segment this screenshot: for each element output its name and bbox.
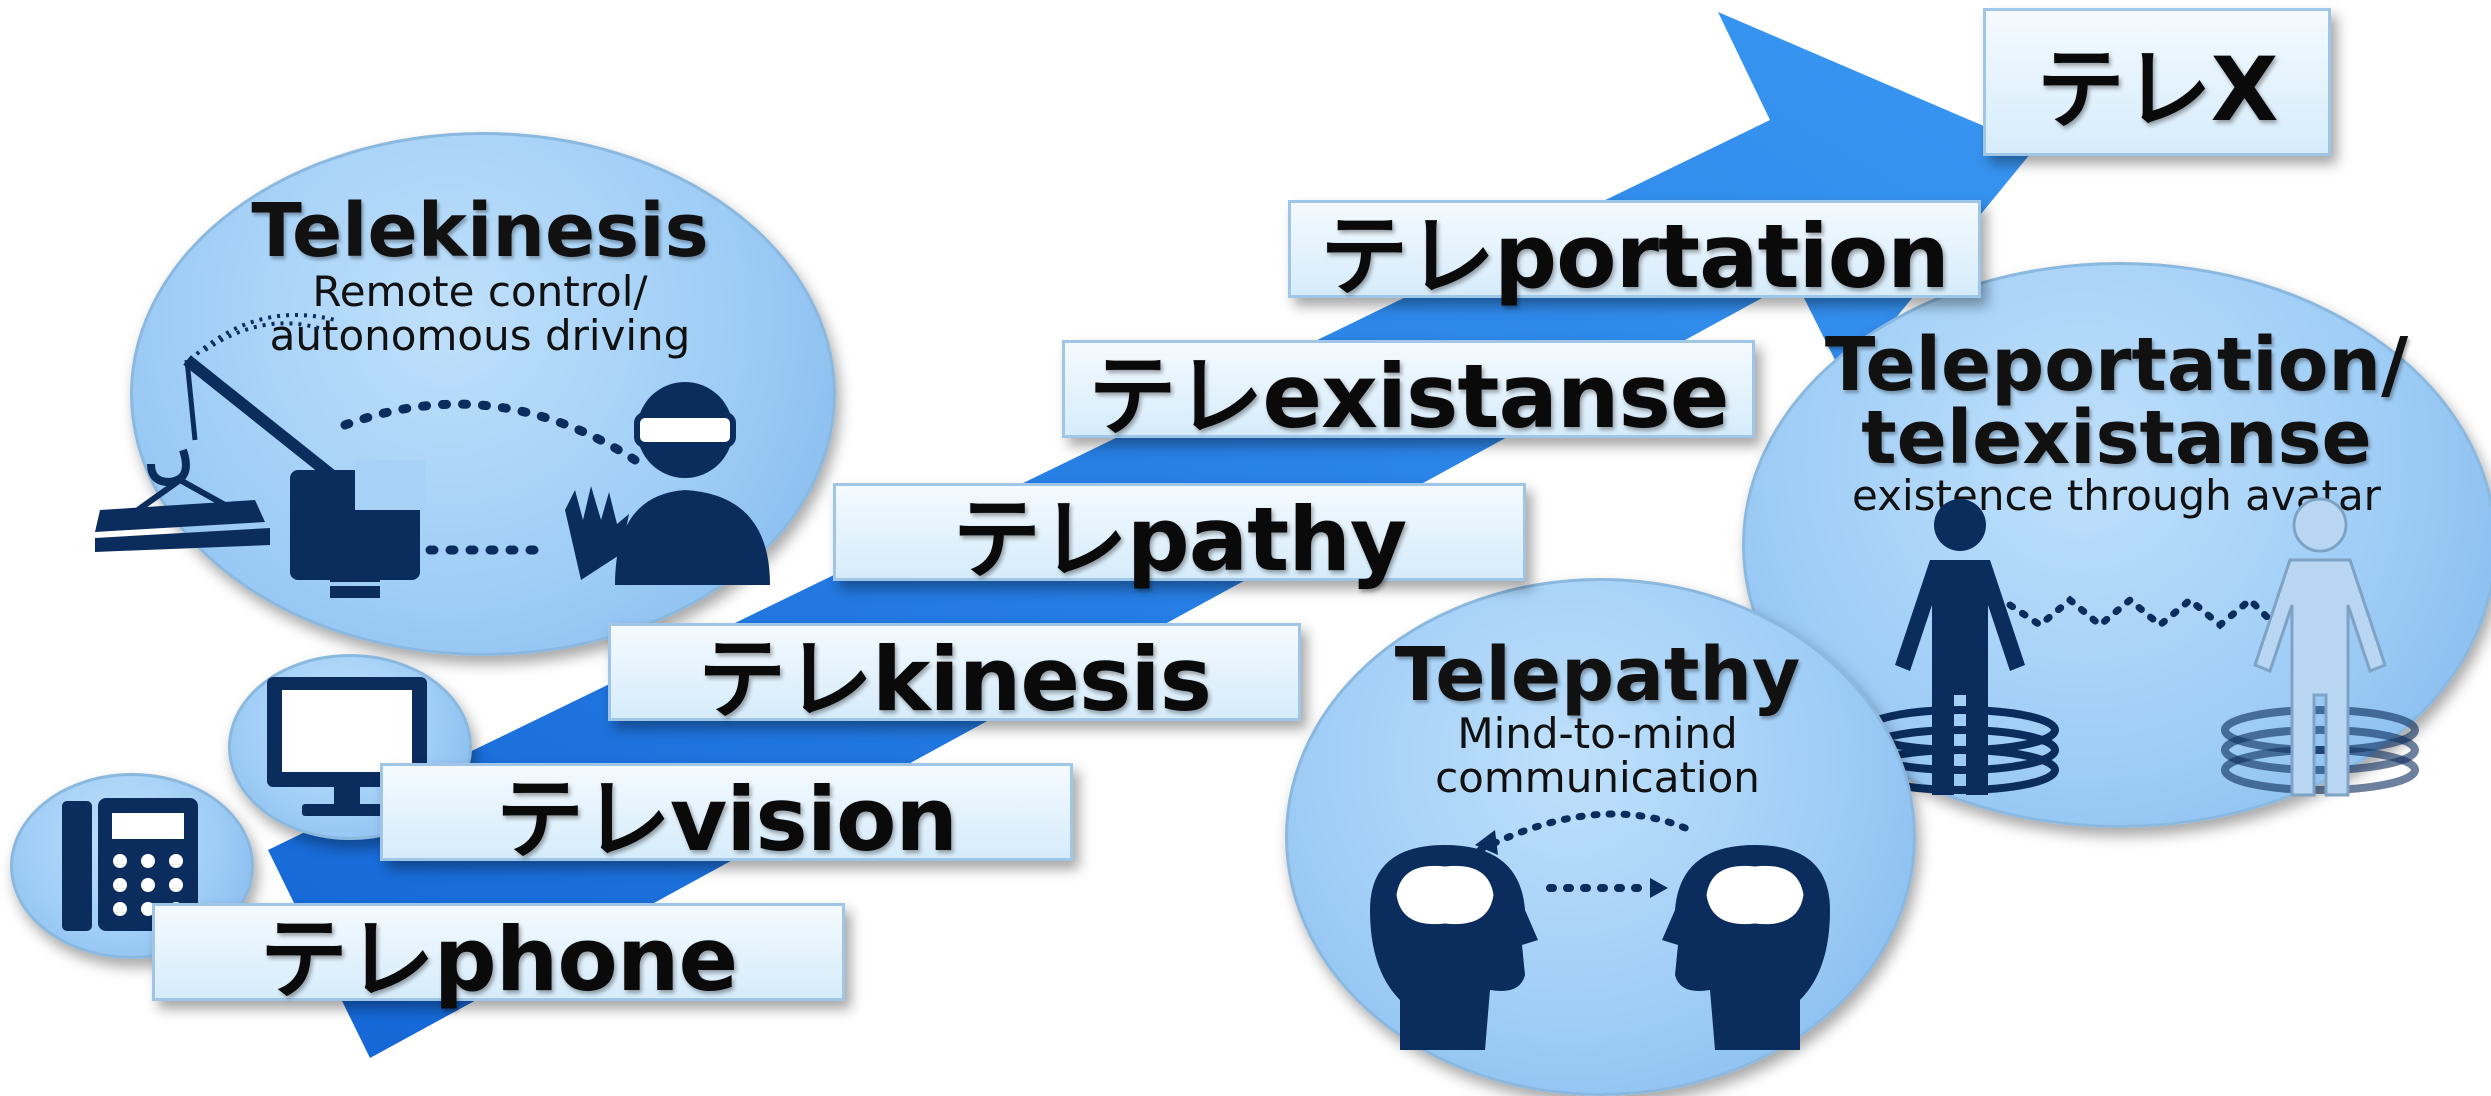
teleport-title-2: telexistanse <box>1861 395 2372 481</box>
telekinesis-sub1: Remote control/ <box>312 267 648 316</box>
phone-icon <box>62 798 198 931</box>
step-telephone: テレphone <box>152 903 845 1011</box>
telekinesis-title: Telekinesis <box>251 188 709 274</box>
teleport-title-1: Teleportation/ <box>1824 322 2409 408</box>
step-teleportation: テレportation <box>1288 200 1981 308</box>
telepathy-sub2: communication <box>1435 753 1760 802</box>
crane-icon <box>95 313 640 598</box>
monitor-icon <box>267 677 427 816</box>
step-television: テレvision <box>380 763 1073 871</box>
vr-operator-icon <box>565 382 770 585</box>
avatar-person-icon <box>1861 497 2419 797</box>
telekinesis-sub2: autonomous driving <box>269 311 691 360</box>
telepathy-bubble <box>1285 578 1916 1096</box>
telepathy-title: Telepathy <box>1394 632 1801 718</box>
telepathy-sub1: Mind-to-mind <box>1457 709 1738 758</box>
step-telexistanse: テレexistanse <box>1062 340 1755 448</box>
step-telepathy: テレpathy <box>833 483 1526 591</box>
step-telex: テレX <box>1983 8 2331 156</box>
step-telekinesis: テレkinesis <box>608 623 1301 731</box>
brain-head-icon <box>1370 810 1830 1050</box>
